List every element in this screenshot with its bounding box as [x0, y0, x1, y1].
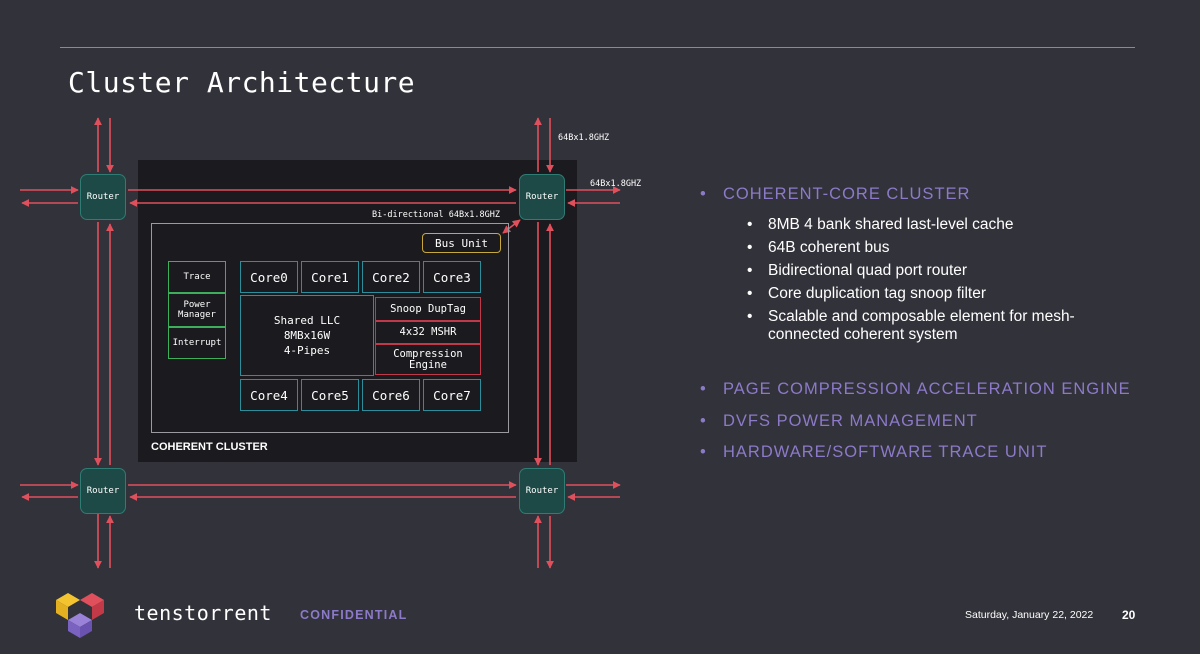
core-block: Core2 — [362, 261, 420, 293]
sub-bullet: Core duplication tag snoop filter — [747, 285, 1077, 303]
brand-name: tenstorrent — [134, 601, 272, 625]
link-label-bidirectional: Bi-directional 64Bx1.8GHZ — [372, 210, 500, 220]
power-manager-block: Power Manager — [168, 293, 226, 327]
sub-bullet: 64B coherent bus — [747, 239, 1077, 257]
router-top-left: Router — [80, 174, 126, 220]
cluster-inner-frame — [151, 223, 509, 433]
bullet-heading: PAGE COMPRESSION ACCELERATION ENGINE — [700, 380, 1131, 399]
core-block: Core0 — [240, 261, 298, 293]
tenstorrent-logo-icon — [56, 593, 104, 638]
snoop-duptag-block: Snoop DupTag — [375, 297, 481, 321]
core-block: Core3 — [423, 261, 481, 293]
router-bottom-left: Router — [80, 468, 126, 514]
top-divider — [60, 47, 1135, 48]
link-label-top: 64Bx1.8GHZ — [558, 133, 610, 143]
core-block: Core5 — [301, 379, 359, 411]
slide-date: Saturday, January 22, 2022 — [965, 609, 1094, 621]
core-block: Core7 — [423, 379, 481, 411]
core-block: Core6 — [362, 379, 420, 411]
bullet-heading: DVFS POWER MANAGEMENT — [700, 412, 978, 431]
sub-bullet: 8MB 4 bank shared last-level cache — [747, 216, 1077, 234]
interrupt-block: Interrupt — [168, 327, 226, 359]
core-block: Core4 — [240, 379, 298, 411]
trace-block: Trace — [168, 261, 226, 293]
mshr-block: 4x32 MSHR — [375, 321, 481, 344]
sub-bullet: Bidirectional quad port router — [747, 262, 1077, 280]
bus-link-arrow — [502, 219, 521, 234]
router-bottom-right: Router — [519, 468, 565, 514]
bullet-heading: HARDWARE/SOFTWARE TRACE UNIT — [700, 443, 1047, 462]
compression-engine-block: Compression Engine — [375, 344, 481, 375]
bullet-heading: COHERENT-CORE CLUSTER — [700, 185, 970, 204]
link-label-right: 64Bx1.8GHZ — [590, 179, 642, 189]
router-top-right: Router — [519, 174, 565, 220]
shared-llc-block: Shared LLC 8MBx16W 4-Pipes — [240, 295, 374, 376]
confidential-label: CONFIDENTIAL — [300, 608, 408, 622]
bus-unit: Bus Unit — [422, 233, 501, 253]
cluster-label: COHERENT CLUSTER — [151, 441, 268, 453]
slide-title: Cluster Architecture — [68, 66, 416, 99]
page-number: 20 — [1122, 608, 1136, 622]
sub-bullet: Scalable and composable element for mesh… — [747, 308, 1077, 344]
core-block: Core1 — [301, 261, 359, 293]
